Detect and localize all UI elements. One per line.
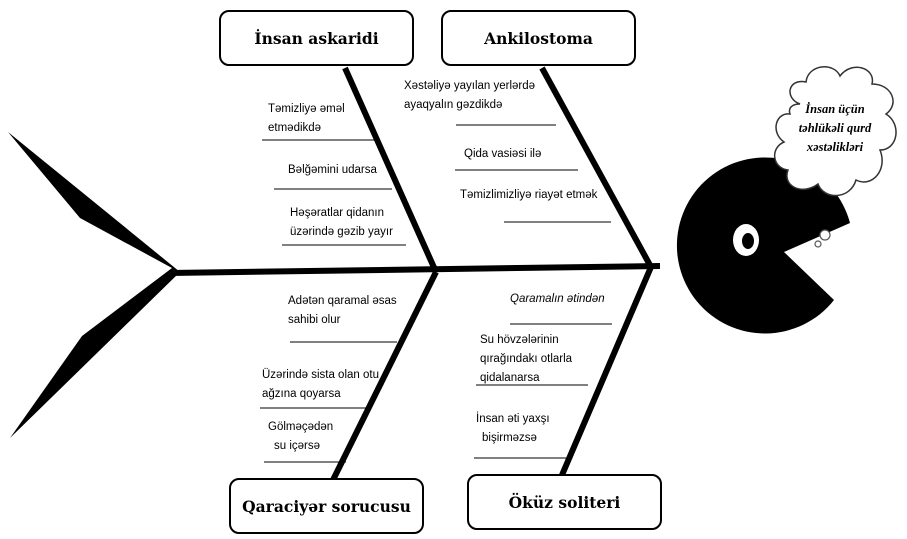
cause-label: Təmizliyə əməl etmədikdə	[268, 103, 345, 134]
thought-bubble-medium	[819, 229, 831, 241]
head-label: İnsan üçün təhlükəli qurd xəstəlikləri	[798, 102, 872, 154]
category-title: Ankilostoma	[484, 28, 593, 48]
bone-qaraciyer-sorucusu	[329, 270, 439, 484]
cause-label: Qida vasiəsi ilə	[464, 148, 542, 160]
thought-bubble-small	[814, 240, 822, 248]
cause-label: Adətən qaramal əsas sahibi olur	[288, 295, 397, 326]
cause-label: Təmizlimizliyə riayət etmək	[460, 189, 598, 201]
category-box-qaraciyer-sorucusu: Qaraciyər sorucusu	[229, 478, 424, 534]
category-box-ankilostoma: Ankilostoma	[441, 10, 636, 66]
cause-label: Qaramalın ətindən	[510, 293, 605, 305]
cause-label: Üzərində sista olan otu ağzına qoyarsa	[262, 369, 379, 400]
category-box-insan-askaridi: İnsan askaridi	[219, 10, 414, 66]
fish-eye-pupil	[742, 233, 754, 249]
thought-cloud	[774, 66, 897, 197]
category-title: Qaraciyər sorucusu	[242, 496, 411, 516]
category-box-okuz-soliteri: Öküz soliteri	[467, 474, 662, 530]
spine-line	[169, 263, 661, 276]
fish-tail	[8, 132, 180, 438]
cause-label: İnsan əti yaxşı bişirməzsə	[476, 413, 550, 444]
cause-label: Xəstəliyə yayılan yerlərdə ayaqyalın gəz…	[404, 80, 536, 111]
category-title: Öküz soliteri	[508, 492, 621, 512]
category-title: İnsan askaridi	[254, 28, 379, 48]
cause-label: Su hövzələrinin qırağındakı otlarla qida…	[480, 334, 573, 384]
cause-label: Həşəratlar qidanın üzərində gəzib yayır	[290, 207, 393, 238]
bone-insan-askaridi	[342, 66, 439, 274]
cause-label: Bəlğəmini udarsa	[288, 164, 377, 176]
cause-label: Gölməçədən su içərsə	[268, 421, 334, 452]
fish-head	[676, 157, 850, 334]
bone-ankilostoma	[539, 66, 654, 269]
bone-okuz-soliteri	[559, 265, 654, 477]
